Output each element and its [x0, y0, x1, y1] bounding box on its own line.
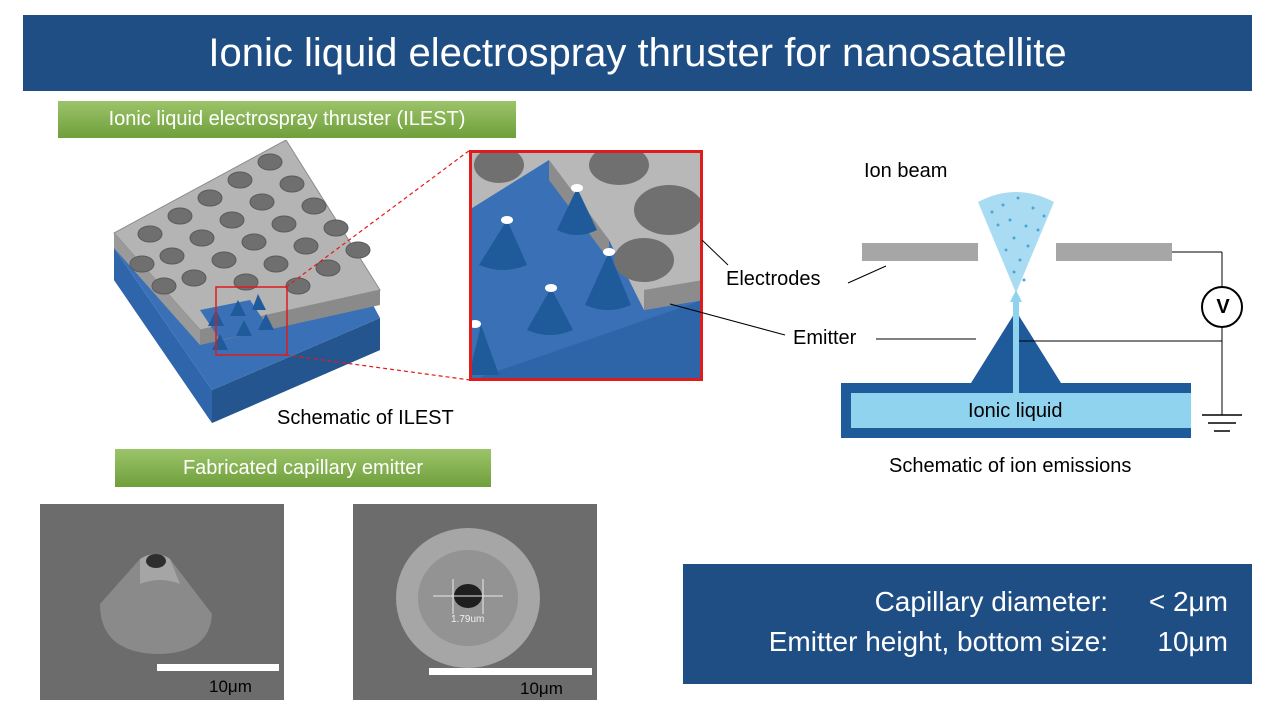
caption-schematic-emissions: Schematic of ion emissions	[889, 455, 1132, 477]
spec-value: 10μm	[1157, 626, 1228, 657]
scale-bar-label: 10μm	[209, 677, 252, 696]
zoom-connector	[285, 149, 471, 381]
ion-emission-schematic	[841, 192, 1243, 438]
electrode-right	[1056, 243, 1172, 261]
sem-image-emitter-top: 1.79um 10μm	[353, 504, 597, 700]
scale-bar-label: 10μm	[520, 679, 563, 698]
sem-image-emitter-side: 10μm	[40, 504, 284, 700]
spec-row-emitter: Emitter height, bottom size: 10μm	[769, 626, 1228, 658]
spec-label: Emitter height, bottom size:	[768, 626, 1108, 657]
ilest-schematic	[113, 140, 381, 423]
label-emitter-left: Emitter	[793, 327, 857, 349]
measurement-label: 1.79um	[451, 614, 485, 625]
label-ionic-liquid: Ionic liquid	[968, 400, 1063, 422]
highlight-box	[215, 286, 288, 356]
electrode-left	[862, 243, 978, 261]
label-electrodes-left: Electrodes	[726, 268, 821, 290]
spec-label: Capillary diameter:	[874, 586, 1108, 617]
section-label-ilest: Ionic liquid electrospray thruster (ILES…	[58, 101, 516, 138]
ionic-liquid-reservoir	[851, 393, 1191, 428]
ion-beam-cone	[978, 192, 1054, 293]
zoom-detail	[469, 150, 703, 381]
voltmeter-label: V	[1216, 296, 1230, 318]
zoom-leader-lines	[669, 240, 786, 336]
specs-box: Capillary diameter: < 2μm Emitter height…	[683, 564, 1252, 684]
spec-value: < 2μm	[1148, 586, 1228, 617]
section-label-fabricated: Fabricated capillary emitter	[115, 449, 491, 487]
page-title: Ionic liquid electrospray thruster for n…	[23, 15, 1252, 91]
spec-row-capillary: Capillary diameter: < 2μm	[875, 586, 1228, 618]
label-ion-beam: Ion beam	[864, 160, 948, 182]
caption-schematic-ilest: Schematic of ILEST	[277, 407, 454, 429]
